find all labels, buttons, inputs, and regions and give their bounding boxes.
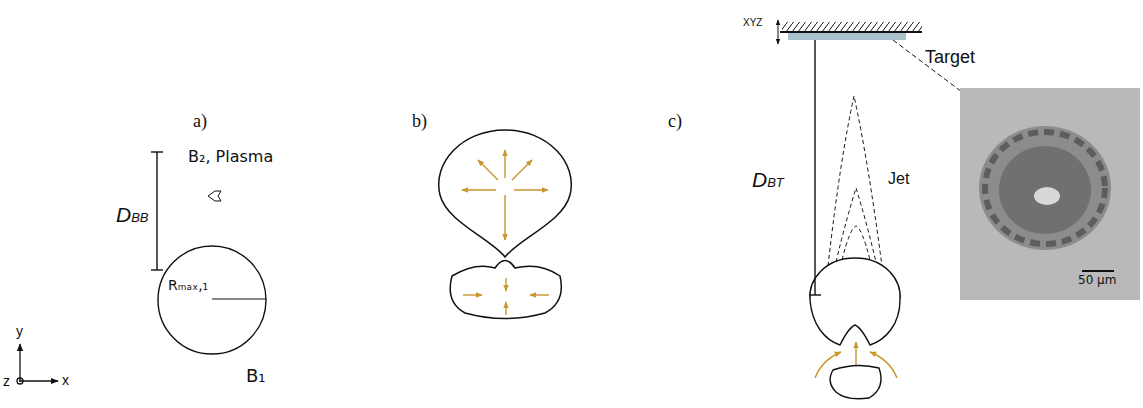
panel-letter: b): [412, 112, 427, 132]
scale-label: 50 μm: [1078, 274, 1116, 287]
inset-photo: [960, 88, 1140, 300]
axes: [17, 344, 58, 384]
panel-b: [439, 130, 572, 319]
bubble-label: B₁: [246, 366, 266, 386]
panel-c: [809, 40, 900, 399]
flow-arrows: [462, 150, 897, 378]
stage-label: XYZ: [743, 17, 762, 28]
axis-label: y: [16, 324, 23, 339]
dimension-label: DBB: [116, 203, 149, 226]
panel-letter: c): [668, 112, 682, 132]
panel-a: [151, 152, 266, 354]
panel-letter: a): [193, 112, 207, 132]
dimension-label: DBT: [752, 168, 784, 191]
part-name: Target: [925, 48, 975, 68]
axis-label: z: [3, 374, 10, 389]
axis-label: x: [62, 373, 69, 388]
part-name: Jet: [888, 170, 909, 188]
bubble-label: B₂, Plasma: [188, 148, 273, 166]
radius-label: Rₘₐₓ,₁: [168, 278, 208, 293]
